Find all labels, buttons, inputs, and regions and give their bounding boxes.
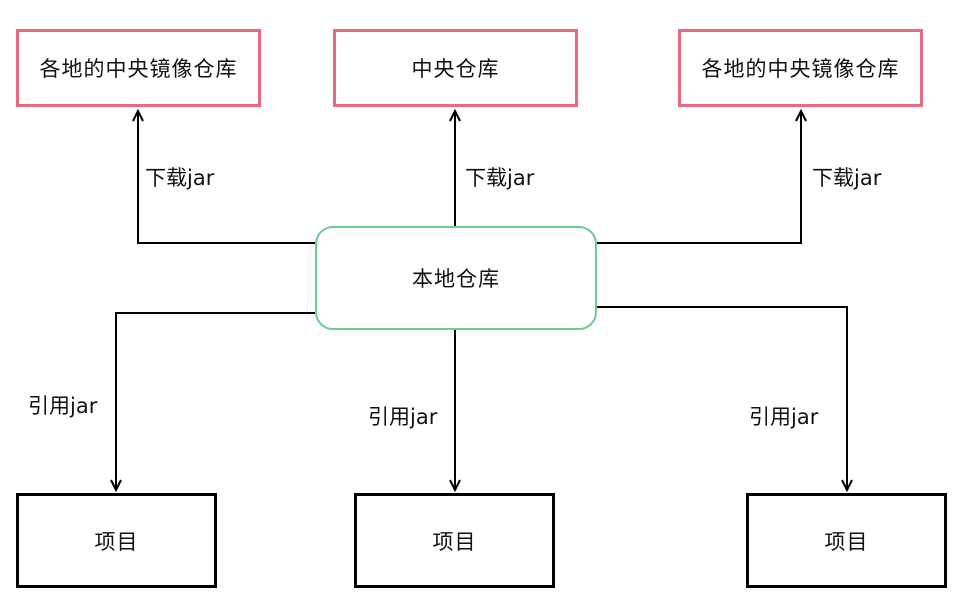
arrow-down-right [597,306,853,493]
node-label: 本地仓库 [412,267,500,291]
node-central-repo: 中央仓库 [333,29,578,107]
node-mirror-repo-right: 各地的中央镜像仓库 [678,29,923,107]
arrow-up-left [132,108,315,244]
edge-label-download-left: 下载jar [145,166,215,190]
edge-label-reference-right: 引用jar [749,405,819,429]
node-label: 项目 [432,529,477,554]
edge-label-reference-center: 引用jar [368,405,438,429]
node-label: 项目 [824,529,869,554]
edge-label-reference-left: 引用jar [28,394,98,418]
node-label: 各地的中央镜像仓库 [701,57,900,81]
node-label: 项目 [94,529,139,554]
node-project-right: 项目 [746,493,947,588]
node-label: 各地的中央镜像仓库 [39,57,238,81]
arrow-down-left [110,312,315,493]
node-project-center: 项目 [354,493,555,588]
edge-label-download-right: 下载jar [812,166,882,190]
node-label: 中央仓库 [411,57,500,81]
node-project-left: 项目 [16,493,217,588]
node-local-repo: 本地仓库 [315,226,597,330]
arrow-up-right [597,108,807,244]
edge-label-download-center: 下载jar [465,166,535,190]
node-mirror-repo-left: 各地的中央镜像仓库 [16,29,261,107]
